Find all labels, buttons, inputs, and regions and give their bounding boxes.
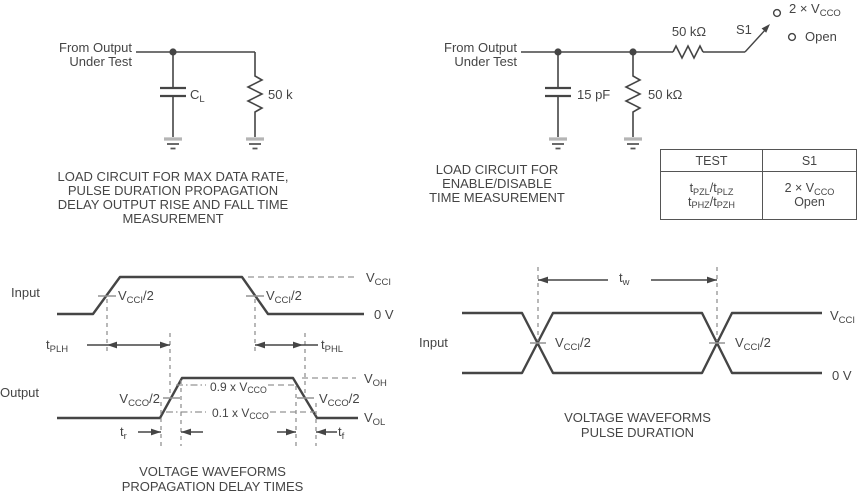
switch-terminal-vcco bbox=[772, 8, 782, 18]
source-line1: From Output bbox=[59, 40, 132, 55]
input-waveform bbox=[57, 275, 364, 316]
shunt-resistor-symbol bbox=[624, 52, 642, 137]
table-cell: tPHZ/tPZH bbox=[688, 194, 735, 211]
switch-s1 bbox=[744, 8, 797, 53]
source-label: From Output Under Test bbox=[415, 41, 517, 69]
table-cell: 2 × VCCO bbox=[784, 181, 835, 197]
source-line1: From Output bbox=[444, 40, 517, 55]
source-line2: Under Test bbox=[69, 54, 132, 69]
input-waveform-complement bbox=[462, 311, 822, 375]
capacitor-symbol bbox=[160, 86, 186, 98]
tphl-arrow bbox=[255, 341, 318, 349]
output-rise-threshold-label: VCCO/2 bbox=[119, 391, 160, 409]
load-circuit-enable-artwork bbox=[521, 8, 797, 150]
output-waveform bbox=[57, 376, 358, 420]
vol-ref-label: VOL bbox=[364, 410, 386, 428]
capacitor-symbol bbox=[545, 86, 571, 98]
vcci-ref-label: VCCI bbox=[830, 308, 856, 326]
zero-volt-ref-label: 0 V bbox=[832, 368, 852, 383]
switch-arrowhead-icon bbox=[761, 24, 770, 33]
input-fall-threshold-label: VCCI/2 bbox=[266, 288, 302, 306]
cross1-threshold-label: VCCI/2 bbox=[555, 335, 591, 353]
pulse-duration-artwork bbox=[462, 267, 822, 375]
ref-090-label: 0.9 x VCCO bbox=[210, 380, 267, 396]
rise-fall-dashed-verticals bbox=[160, 380, 317, 446]
ground-icon bbox=[246, 137, 264, 150]
pulse-duration-caption: VOLTAGE WAVEFORMS PULSE DURATION bbox=[564, 410, 711, 440]
ref-010-label: 0.1 x VCCO bbox=[212, 406, 269, 422]
load-circuit-enable-caption: LOAD CIRCUIT FOR ENABLE/DISABLE TIME MEA… bbox=[429, 162, 565, 205]
tw-label: tw bbox=[619, 270, 630, 288]
switch-position-vcco-label: 2 × VCCO bbox=[789, 1, 841, 19]
ground-icon bbox=[549, 137, 567, 150]
table-body: tPZL/tPLZ tPHZ/tPZH 2 × VCCO Open bbox=[661, 172, 856, 219]
zero-volt-ref-label: 0 V bbox=[374, 307, 394, 322]
cross2-threshold-label: VCCI/2 bbox=[735, 335, 771, 353]
ground-icon bbox=[164, 137, 182, 150]
timing-dashed-verticals bbox=[106, 299, 306, 395]
tr-arrows bbox=[138, 428, 203, 436]
switch-arm bbox=[744, 28, 767, 53]
output-waveform-label: Output bbox=[0, 385, 40, 400]
capacitor-label: CL bbox=[190, 87, 205, 105]
series-resistor-symbol bbox=[672, 44, 704, 60]
tphl-label: tPHL bbox=[321, 337, 344, 355]
load-circuit-max-caption: LOAD CIRCUIT FOR MAX DATA RATE, PULSE DU… bbox=[57, 169, 289, 226]
vcci-ref-label: VCCI bbox=[366, 270, 392, 288]
tf-arrows bbox=[277, 428, 337, 436]
input-rise-threshold-label: VCCI/2 bbox=[118, 288, 154, 306]
ground-icon bbox=[624, 137, 642, 150]
switch-label: S1 bbox=[736, 22, 752, 37]
input-waveform-true bbox=[462, 311, 822, 375]
source-label: From Output Under Test bbox=[28, 41, 132, 69]
prop-delay-caption: VOLTAGE WAVEFORMS PROPAGATION DELAY TIME… bbox=[121, 464, 304, 494]
voh-ref-label: VOH bbox=[364, 371, 387, 389]
s1-test-table: TEST S1 tPZL/tPLZ tPHZ/tPZH 2 × VCCO Ope… bbox=[660, 149, 857, 220]
table-header-row: TEST S1 bbox=[661, 150, 856, 172]
table-header-test: TEST bbox=[661, 150, 763, 171]
tr-label: tr bbox=[120, 424, 127, 442]
resistor-symbol bbox=[246, 52, 264, 137]
source-line2: Under Test bbox=[454, 54, 517, 69]
load-circuit-max-artwork bbox=[136, 48, 264, 150]
output-fall-threshold-label: VCCO/2 bbox=[319, 391, 360, 409]
prop-delay-artwork bbox=[57, 275, 364, 446]
tplh-arrow bbox=[87, 341, 170, 349]
switch-terminal-open bbox=[787, 32, 797, 42]
shunt-resistor-label: 50 kΩ bbox=[648, 87, 683, 102]
switch-position-open-label: Open bbox=[805, 29, 837, 44]
input-waveform-label: Input bbox=[11, 285, 40, 300]
series-resistor-label: 50 kΩ bbox=[671, 24, 707, 39]
input-waveform-label: Input bbox=[419, 335, 448, 350]
capacitor-label: 15 pF bbox=[577, 87, 611, 102]
table-header-s1: S1 bbox=[801, 153, 818, 168]
table-cell: tPZL/tPLZ bbox=[689, 181, 734, 197]
table-cell: Open bbox=[794, 194, 825, 209]
resistor-label: 50 k bbox=[268, 87, 293, 102]
table-col-s1: 2 × VCCO Open bbox=[763, 172, 856, 219]
tplh-label: tPLH bbox=[46, 337, 69, 355]
tw-arrow bbox=[538, 276, 717, 284]
tf-label: tf bbox=[338, 424, 345, 442]
table-col-test: tPZL/tPLZ tPHZ/tPZH bbox=[661, 172, 763, 219]
